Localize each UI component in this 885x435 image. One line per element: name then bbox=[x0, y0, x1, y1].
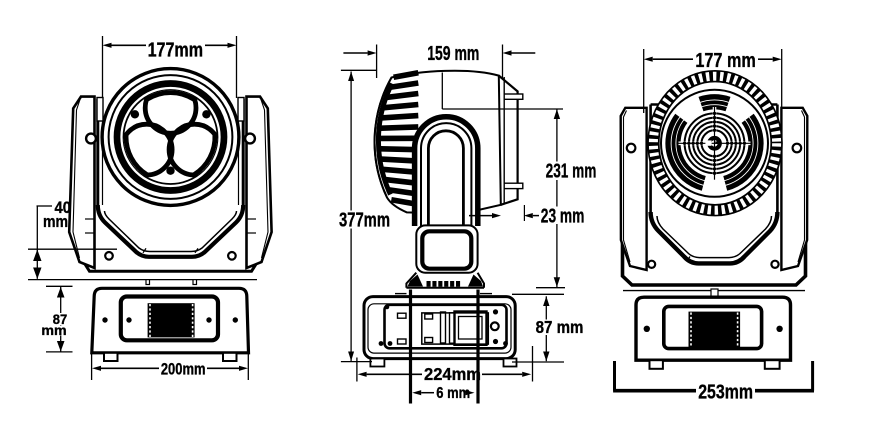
svg-text:mm: mm bbox=[41, 322, 66, 338]
svg-text:mm: mm bbox=[43, 212, 68, 231]
svg-text:6 mm: 6 mm bbox=[436, 385, 470, 402]
svg-text:377mm: 377mm bbox=[339, 209, 390, 231]
svg-text:23 mm: 23 mm bbox=[541, 205, 585, 227]
svg-text:177 mm: 177 mm bbox=[695, 50, 755, 72]
svg-text:159 mm: 159 mm bbox=[427, 43, 479, 65]
svg-text:231 mm: 231 mm bbox=[546, 160, 597, 182]
svg-text:200mm: 200mm bbox=[161, 360, 206, 379]
svg-text:224mm: 224mm bbox=[424, 364, 481, 384]
svg-text:177mm: 177mm bbox=[148, 39, 203, 61]
svg-text:40: 40 bbox=[55, 198, 72, 217]
svg-text:87 mm: 87 mm bbox=[536, 317, 584, 337]
svg-text:253mm: 253mm bbox=[698, 381, 753, 403]
svg-text:87: 87 bbox=[53, 311, 68, 327]
